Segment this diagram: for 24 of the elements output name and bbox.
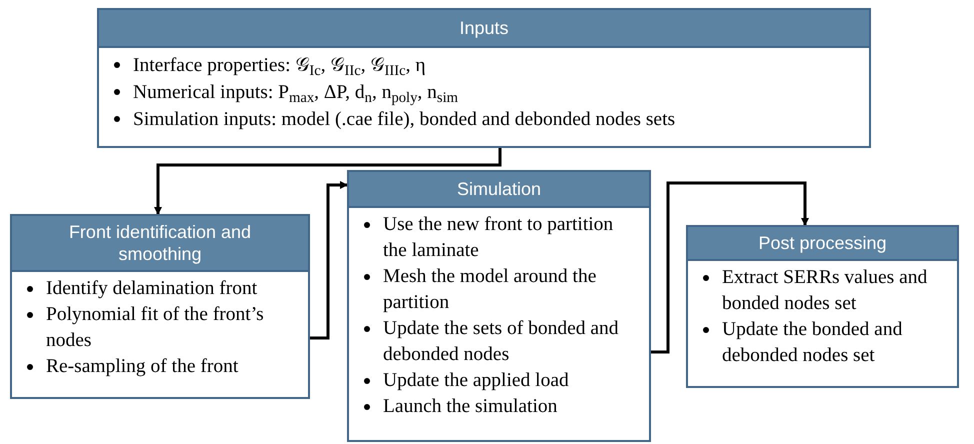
- bullet-text: Update the sets of bonded and debonded nodes: [383, 317, 620, 367]
- box-title: Inputs: [459, 17, 509, 39]
- process-box: [347, 170, 651, 442]
- box-title: Post processing: [758, 232, 887, 254]
- process-box: [97, 8, 871, 148]
- bullet-text: Mesh the model around the partition: [383, 265, 598, 315]
- bullet-text: Polynomial fit of the front’s nodes: [46, 303, 265, 353]
- bullet-text: Update the applied load: [383, 369, 569, 393]
- box-title: Front identification and smoothing: [68, 221, 252, 265]
- bullet-text: Update the bonded and debonded nodes set: [722, 318, 904, 368]
- bullet-text: Identify delamination front: [46, 277, 258, 301]
- process-box: [686, 225, 959, 388]
- bullet-text: Re-sampling of the front: [46, 355, 238, 379]
- bullet-text: Simulation inputs: model (.cae file), bonded and debonded nodes sets: [133, 108, 676, 132]
- box-title: Simulation: [456, 178, 542, 200]
- bullet-text: Launch the simulation: [383, 395, 558, 419]
- bullet-text: Interface properties: 𝒢$_{Ic}$, 𝒢$_{IIc}$, 𝒢$_{IIIc}$, η: [133, 54, 426, 79]
- arrow: [154, 148, 502, 215]
- arrow: [651, 182, 809, 354]
- bullet-text: Use the new front to partition the laminate: [383, 213, 614, 263]
- bullet-text: Extract SERRs values and bonded nodes set: [722, 266, 928, 316]
- bullet-text: Numerical inputs: P$_{max}$, ΔP, d$_{n}$, n$_{poly}$, n$_{sim}$: [133, 81, 458, 106]
- arrow: [310, 181, 348, 340]
- process-box: [10, 214, 310, 399]
